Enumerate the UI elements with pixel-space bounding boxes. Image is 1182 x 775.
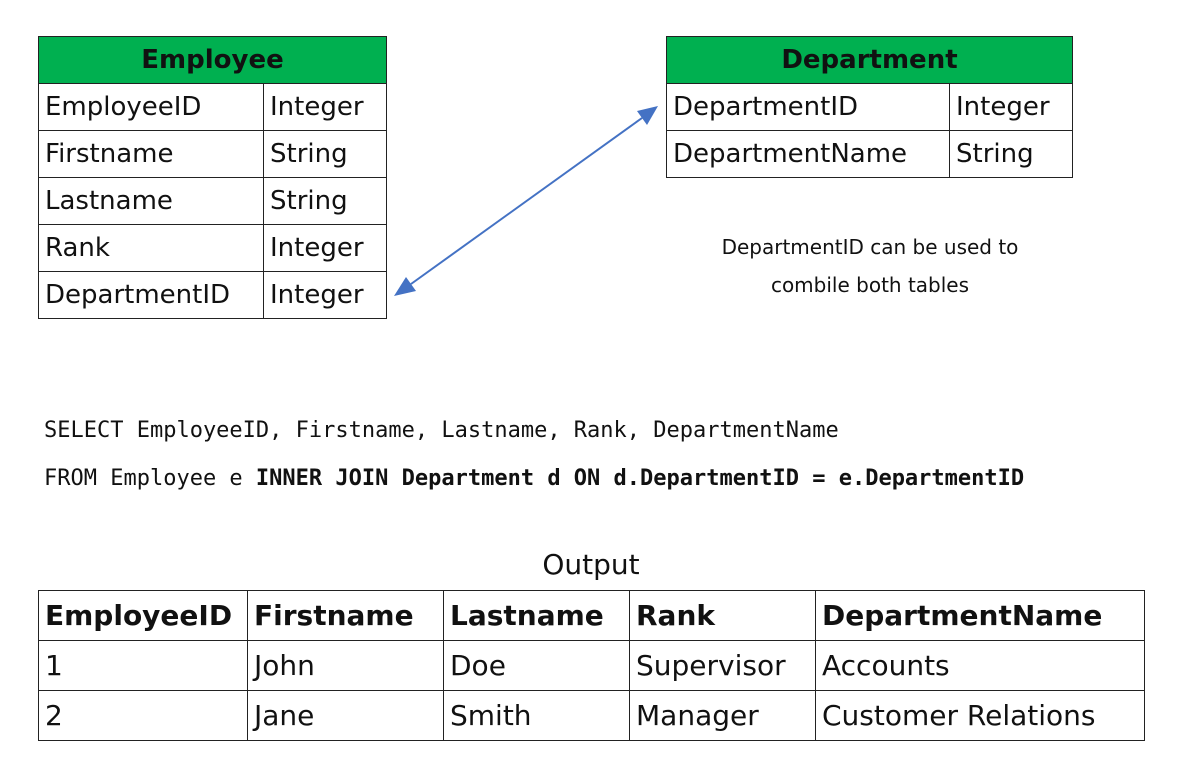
field-type: Integer xyxy=(263,224,387,272)
field-name: Lastname xyxy=(38,177,264,225)
field-type: Integer xyxy=(263,83,387,131)
table-row: 1 John Doe Supervisor Accounts xyxy=(38,640,1145,691)
field-type: String xyxy=(949,130,1073,178)
employee-table: Employee EmployeeID Integer Firstname St… xyxy=(38,36,387,319)
output-table: EmployeeID Firstname Lastname Rank Depar… xyxy=(38,590,1145,741)
table-cell: Manager xyxy=(629,690,816,741)
table-cell: John xyxy=(247,640,444,691)
column-header: EmployeeID xyxy=(38,590,248,641)
field-name: Firstname xyxy=(38,130,264,178)
table-cell: Supervisor xyxy=(629,640,816,691)
table-row: DepartmentID Integer xyxy=(38,271,387,319)
field-name: EmployeeID xyxy=(38,83,264,131)
note-line-2: combile both tables xyxy=(770,273,970,297)
output-title: Output xyxy=(542,548,640,581)
table-row: 2 Jane Smith Manager Customer Relations xyxy=(38,690,1145,741)
field-type: String xyxy=(263,130,387,178)
table-row: DepartmentID Integer xyxy=(666,83,1073,131)
field-name: DepartmentID xyxy=(38,271,264,319)
field-name: DepartmentName xyxy=(666,130,950,178)
table-header-row: EmployeeID Firstname Lastname Rank Depar… xyxy=(38,590,1145,641)
field-type: Integer xyxy=(263,271,387,319)
table-row: EmployeeID Integer xyxy=(38,83,387,131)
employee-table-title: Employee xyxy=(38,36,387,84)
column-header: Lastname xyxy=(443,590,630,641)
column-header: Rank xyxy=(629,590,816,641)
department-table-title: Department xyxy=(666,36,1073,84)
sql-join-clause: INNER JOIN Department d ON d.DepartmentI… xyxy=(255,466,1025,491)
relation-note: DepartmentID can be used to combile both… xyxy=(660,228,1080,304)
table-row: Firstname String xyxy=(38,130,387,178)
table-cell: Doe xyxy=(443,640,630,691)
table-cell: 2 xyxy=(38,690,248,741)
column-header: Firstname xyxy=(247,590,444,641)
table-row: Lastname String xyxy=(38,177,387,225)
field-name: DepartmentID xyxy=(666,83,950,131)
sql-from-line: FROM Employee e INNER JOIN Department d … xyxy=(44,466,1024,491)
sql-select-line: SELECT EmployeeID, Firstname, Lastname, … xyxy=(44,418,839,443)
table-row: DepartmentName String xyxy=(666,130,1073,178)
table-cell: Smith xyxy=(443,690,630,741)
department-table: Department DepartmentID Integer Departme… xyxy=(666,36,1073,178)
field-type: Integer xyxy=(949,83,1073,131)
table-cell: Accounts xyxy=(815,640,1145,691)
table-cell: Jane xyxy=(247,690,444,741)
arrowhead-left xyxy=(394,277,416,296)
relation-arrow-line xyxy=(410,117,643,285)
arrowhead-right xyxy=(637,106,658,125)
column-header: DepartmentName xyxy=(815,590,1145,641)
note-line-1: DepartmentID can be used to xyxy=(721,235,1019,259)
field-type: String xyxy=(263,177,387,225)
table-row: Rank Integer xyxy=(38,224,387,272)
field-name: Rank xyxy=(38,224,264,272)
table-cell: Customer Relations xyxy=(815,690,1145,741)
table-cell: 1 xyxy=(38,640,248,691)
sql-from-plain: FROM Employee e xyxy=(44,466,256,491)
